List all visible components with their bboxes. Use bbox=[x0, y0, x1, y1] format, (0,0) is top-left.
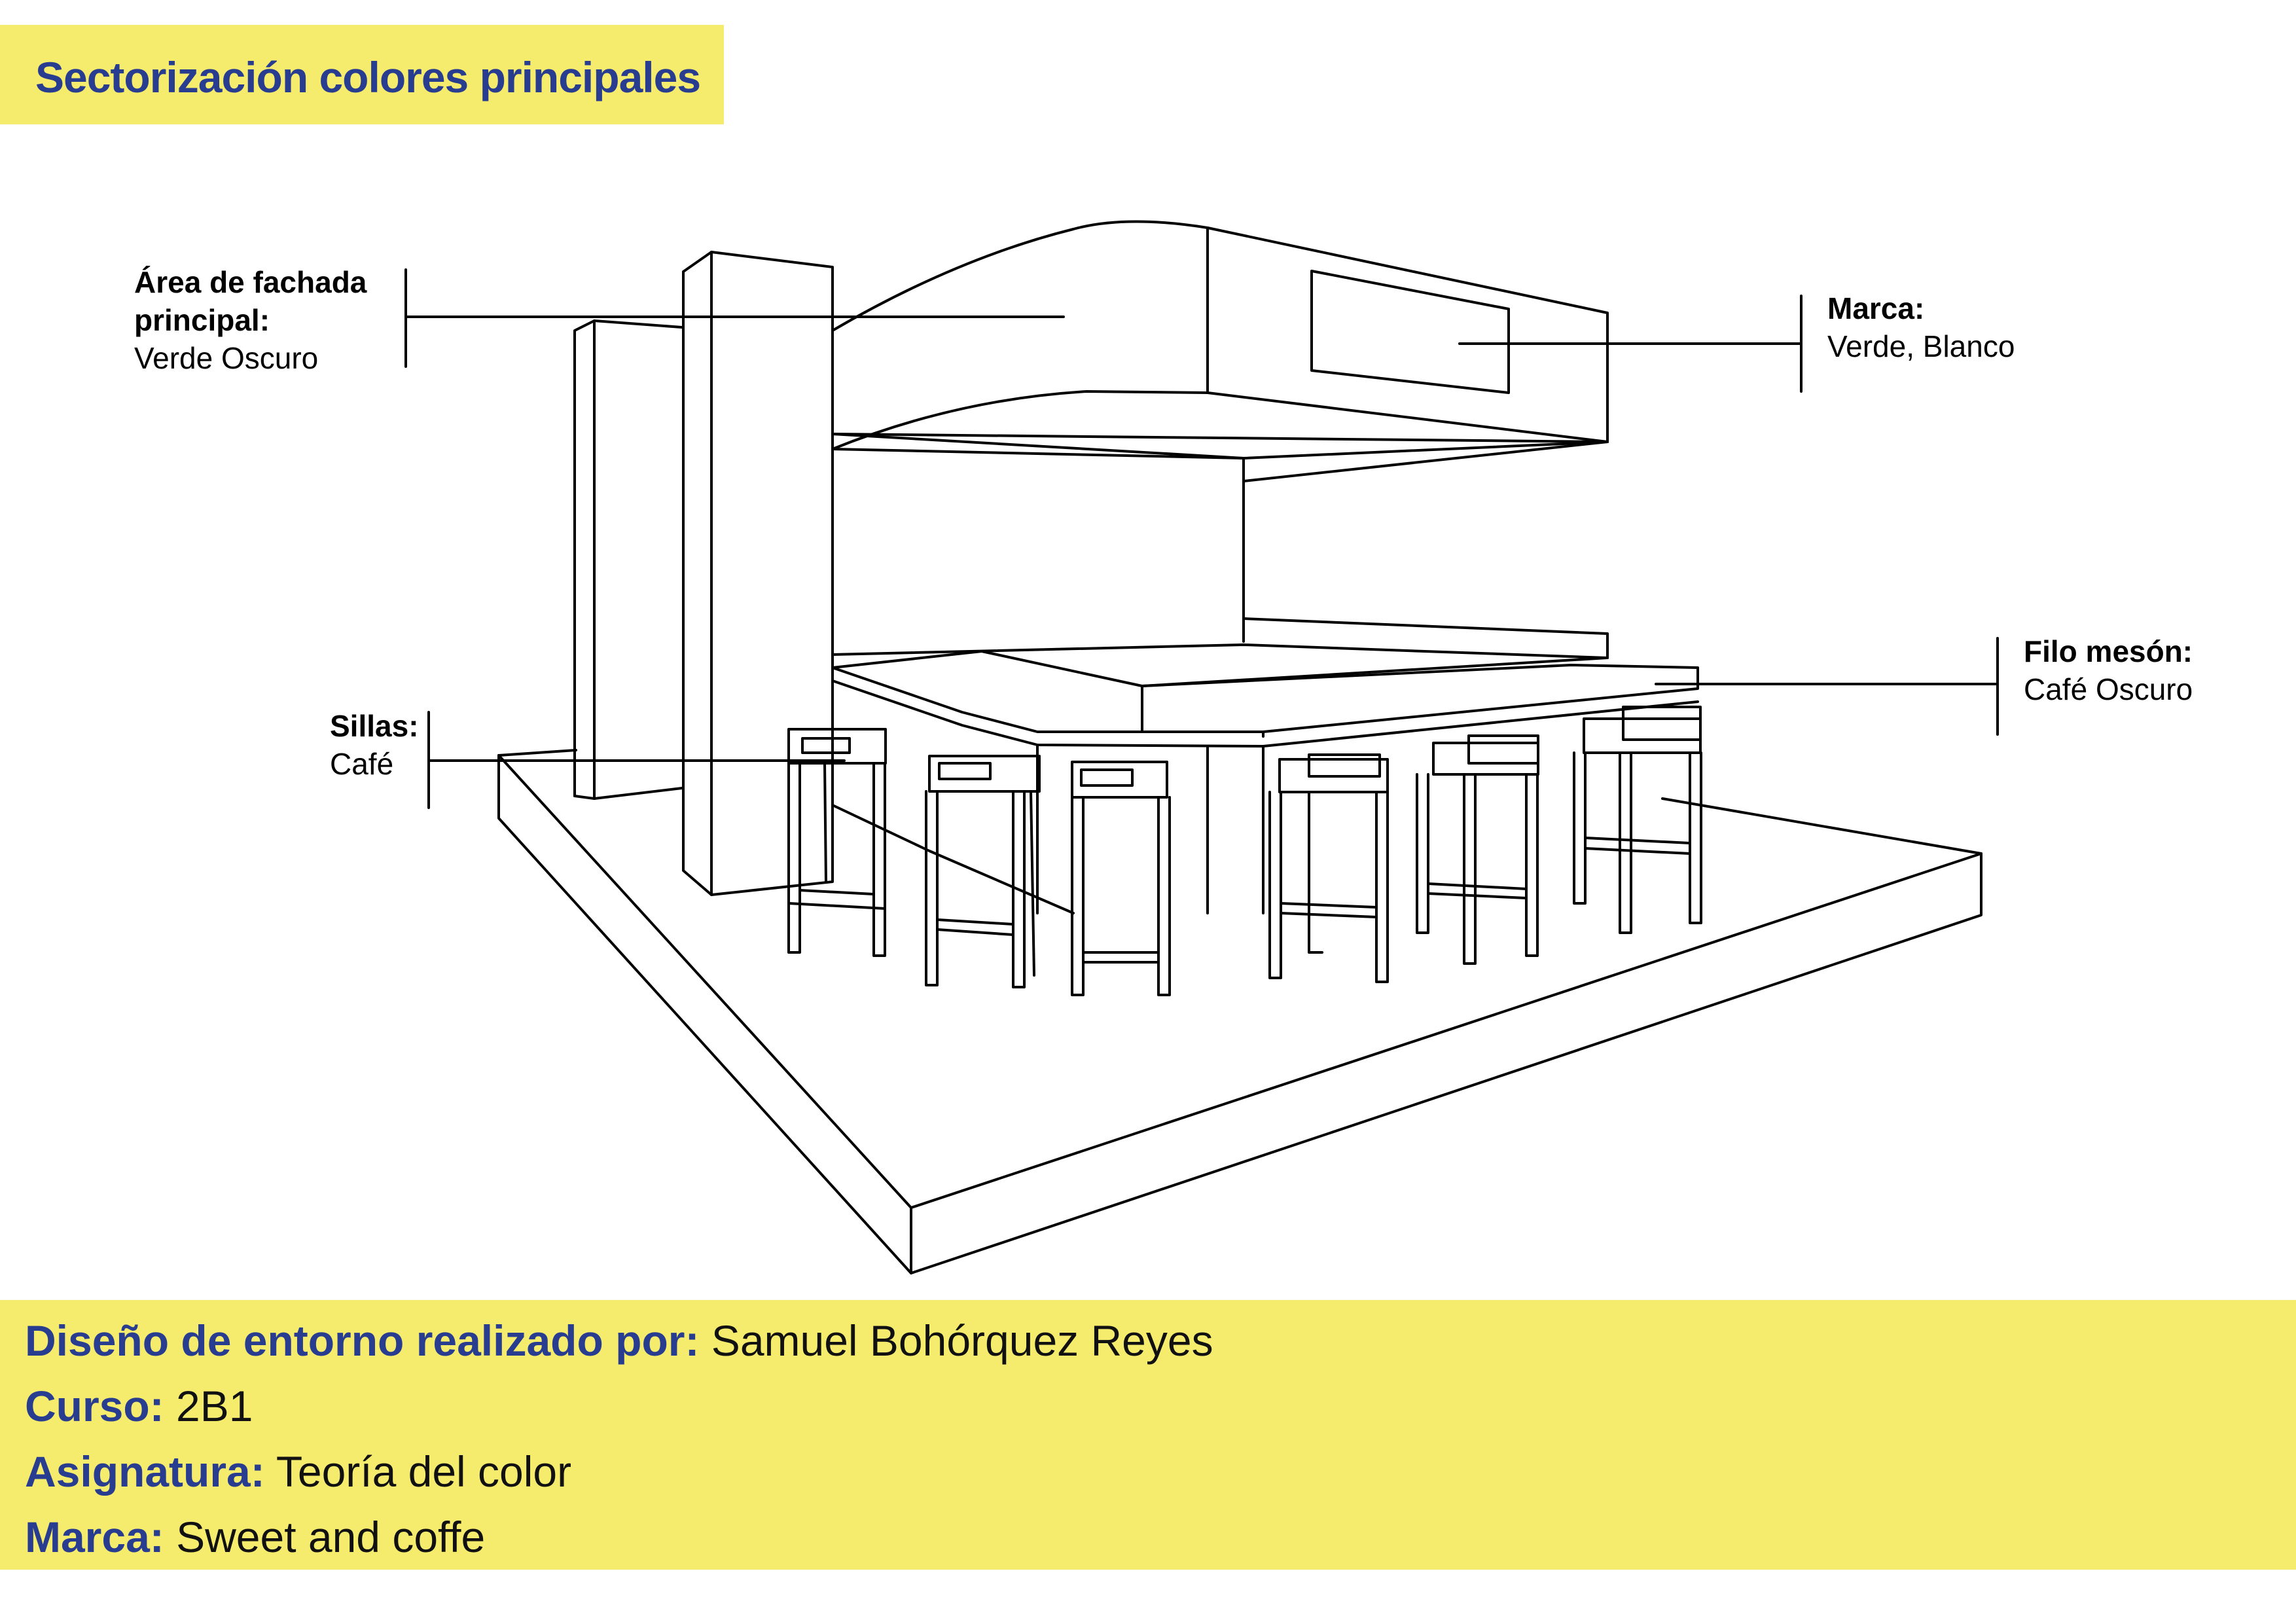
stool-1 bbox=[787, 728, 887, 957]
callout-filo bbox=[1655, 637, 1999, 736]
title-banner: Sectorización colores principales bbox=[0, 25, 724, 124]
stool-5 bbox=[1416, 734, 1539, 965]
label-marca-title: Marca: bbox=[1827, 291, 1925, 325]
credit-value-disenio: Samuel Bohórquez Reyes bbox=[711, 1316, 1213, 1365]
credit-key-marca: Marca: bbox=[25, 1513, 164, 1561]
credits-footer: Diseño de entorno realizado por: Samuel … bbox=[0, 1300, 2296, 1570]
credit-row-disenio: Diseño de entorno realizado por: Samuel … bbox=[25, 1308, 2296, 1373]
label-fachada-title-1: Área de fachada bbox=[134, 265, 367, 299]
label-filo-title: Filo mesón: bbox=[2024, 634, 2193, 668]
callout-fachada bbox=[404, 268, 1065, 368]
page-title: Sectorización colores principales bbox=[35, 53, 701, 101]
credit-key-asignatura: Asignatura: bbox=[25, 1447, 265, 1496]
label-filo-value: Café Oscuro bbox=[2024, 672, 2193, 706]
counter bbox=[831, 448, 1699, 914]
stool-3 bbox=[1071, 761, 1171, 996]
label-marca: Marca: Verde, Blanco bbox=[1827, 289, 2015, 365]
label-filo: Filo mesón: Café Oscuro bbox=[2024, 632, 2193, 708]
label-sillas-value: Café bbox=[330, 747, 394, 781]
label-sillas: Sillas: Café bbox=[330, 707, 419, 783]
canopy bbox=[831, 220, 1609, 482]
label-marca-value: Verde, Blanco bbox=[1827, 329, 2015, 363]
label-fachada-value: Verde Oscuro bbox=[134, 341, 319, 375]
credit-row-curso: Curso: 2B1 bbox=[25, 1373, 2296, 1439]
credit-value-asignatura: Teoría del color bbox=[276, 1447, 572, 1496]
credit-row-asignatura: Asignatura: Teoría del color bbox=[25, 1439, 2296, 1504]
stool-2 bbox=[925, 755, 1041, 988]
stool-6 bbox=[1573, 706, 1702, 934]
credit-value-curso: 2B1 bbox=[176, 1382, 253, 1430]
label-sillas-title: Sillas: bbox=[330, 709, 419, 743]
callout-marca bbox=[1458, 295, 1803, 393]
credit-key-disenio: Diseño de entorno realizado por: bbox=[25, 1316, 700, 1365]
credit-row-marca: Marca: Sweet and coffe bbox=[25, 1504, 2296, 1570]
platform bbox=[497, 749, 1982, 1274]
credit-key-curso: Curso: bbox=[25, 1382, 164, 1430]
left-panel bbox=[573, 319, 683, 800]
main-column bbox=[682, 251, 834, 896]
label-fachada: Área de fachada principal: Verde Oscuro bbox=[134, 263, 367, 377]
label-fachada-title-2: principal: bbox=[134, 303, 270, 337]
credit-value-marca: Sweet and coffe bbox=[176, 1513, 486, 1561]
stool-4 bbox=[1268, 753, 1389, 983]
callout-sillas bbox=[427, 711, 846, 809]
